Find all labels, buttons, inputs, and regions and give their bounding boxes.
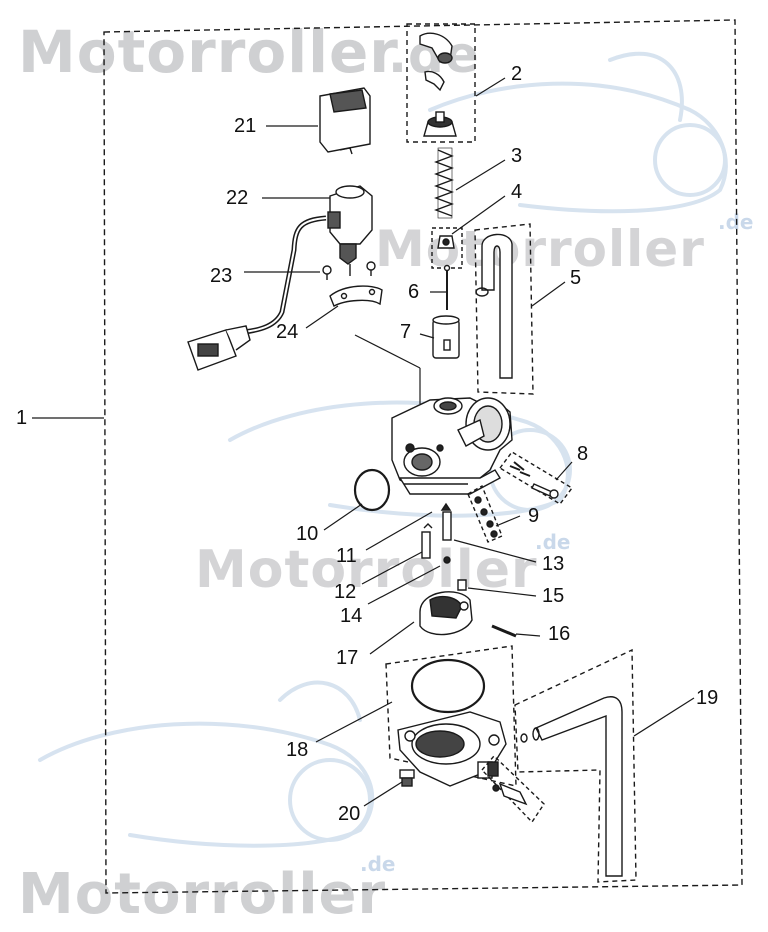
callout-1: 1	[16, 407, 28, 429]
callout-18: 18	[286, 739, 309, 761]
leader-lines	[32, 77, 695, 807]
part-7-slide	[432, 315, 460, 359]
part-2-group-frame	[406, 23, 476, 143]
part-18-group-frame	[385, 645, 517, 787]
callout-20: 20	[338, 803, 361, 825]
part-17-float	[419, 591, 473, 636]
callout-24: 24	[276, 321, 299, 343]
part-22-auto-choke	[187, 185, 373, 371]
callout-21: 21	[234, 115, 257, 137]
callout-19: 19	[696, 687, 719, 709]
assembly-frame	[103, 19, 743, 894]
part-15-plug	[457, 579, 467, 591]
part-12-jet	[421, 531, 431, 559]
callout-2: 2	[511, 63, 523, 85]
callout-6: 6	[408, 281, 420, 303]
part-10-o-ring	[353, 468, 391, 512]
part-18-float-bowl	[397, 711, 507, 787]
part-21-boot	[319, 87, 371, 155]
part-3-spring	[434, 147, 454, 219]
part-24-plate	[329, 285, 383, 307]
callout-8: 8	[577, 443, 589, 465]
part-8-group-frame	[498, 451, 574, 505]
part-16-pin	[491, 624, 517, 638]
part-5-group-frame	[474, 223, 534, 395]
part-2-elbow-cap	[419, 32, 457, 137]
callout-7: 7	[400, 321, 412, 343]
part-19-group-frame	[514, 648, 637, 883]
callout-13: 13	[542, 553, 565, 575]
part-20-screw	[399, 769, 415, 787]
part-18-drain-group	[481, 754, 545, 824]
callout-9: 9	[528, 505, 540, 527]
callout-10: 10	[296, 523, 319, 545]
callout-14: 14	[340, 605, 363, 627]
callout-3: 3	[511, 145, 523, 167]
callout-4: 4	[511, 181, 523, 203]
carburetor-body	[391, 397, 513, 495]
callout-17: 17	[336, 647, 359, 669]
callout-11: 11	[336, 545, 357, 567]
callout-16: 16	[548, 623, 571, 645]
part-9-group-frame	[467, 484, 503, 543]
callout-5: 5	[570, 267, 582, 289]
part-13-jet	[442, 511, 452, 541]
callout-12: 12	[334, 581, 357, 603]
callout-15: 15	[542, 585, 565, 607]
callout-23: 23	[210, 265, 233, 287]
callout-22: 22	[226, 187, 249, 209]
